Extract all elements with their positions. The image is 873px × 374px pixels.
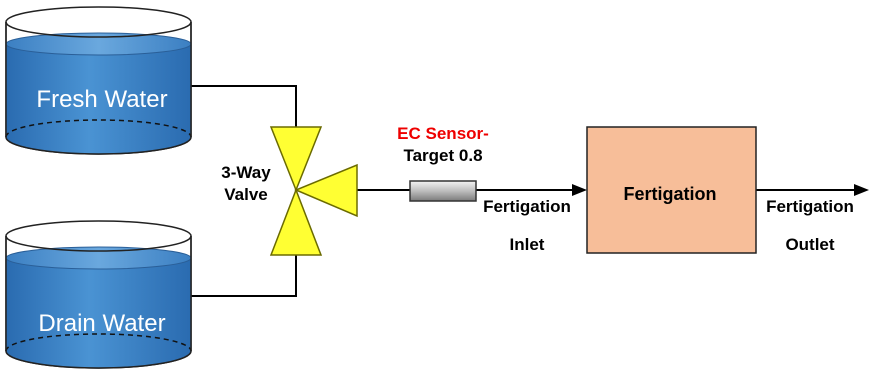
inlet-label-line1: Fertigation <box>483 197 571 216</box>
outlet-arrowhead <box>854 184 869 196</box>
ec-sensor-target: Target 0.8 <box>403 146 482 165</box>
drain-water-tank: Drain Water <box>5 220 192 369</box>
fresh-water-pipe <box>191 85 297 127</box>
drain-water-label: Drain Water <box>38 310 165 337</box>
outlet-label-line1: Fertigation <box>766 197 854 216</box>
pipes <box>191 85 858 297</box>
inlet-arrowhead <box>572 184 587 196</box>
fresh-water-label: Fresh Water <box>36 86 167 113</box>
valve-bottom-triangle <box>269 187 323 256</box>
fertigation-box <box>586 126 757 254</box>
valve-label-line2: Valve <box>224 185 268 204</box>
fresh-water-tank: Fresh Water <box>5 6 192 155</box>
outlet-label-line2: Outlet <box>785 235 834 254</box>
fertigation-box-label: Fertigation <box>624 184 717 204</box>
three-way-valve-icon <box>269 126 358 256</box>
valve-top-triangle <box>269 126 323 193</box>
ec-sensor <box>409 180 477 202</box>
valve-right-triangle <box>294 163 358 218</box>
inlet-label-line2: Inlet <box>510 235 545 254</box>
drain-water-pipe <box>191 255 297 297</box>
ec-sensor-label: EC Sensor- <box>397 124 489 143</box>
valve-label-line1: 3-Way <box>221 163 271 182</box>
